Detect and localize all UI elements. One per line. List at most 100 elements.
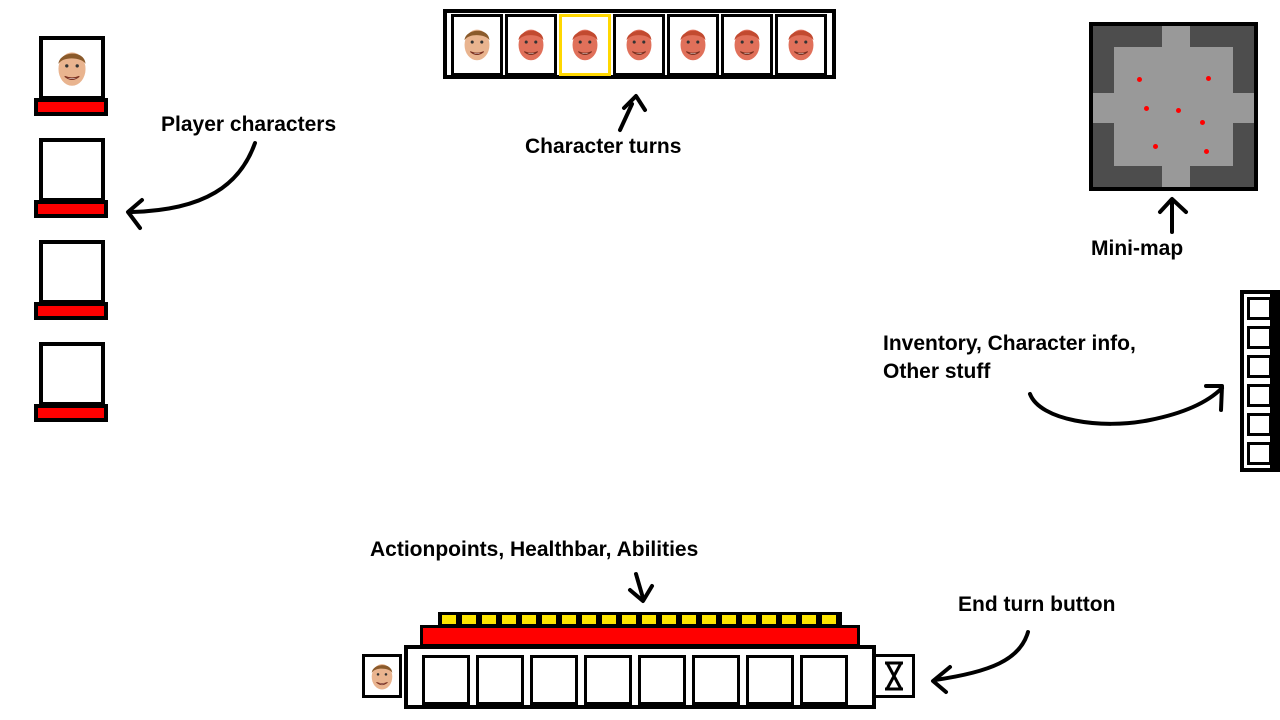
ally-face-icon: [464, 29, 490, 61]
turn-slot[interactable]: [613, 14, 665, 76]
party-portrait-frame: [39, 342, 105, 406]
side-menu-button[interactable]: [1247, 384, 1272, 407]
ally-face-icon: [371, 664, 393, 690]
minimap-enemy-marker: [1153, 144, 1158, 149]
side-menu-button[interactable]: [1247, 355, 1272, 378]
action-point-pip: [802, 615, 816, 624]
minimap-view: [1093, 26, 1254, 187]
party-slot[interactable]: [34, 342, 108, 422]
turn-order-track: [447, 13, 832, 76]
minimap-enemy-marker: [1176, 108, 1181, 113]
ability-slot[interactable]: [422, 655, 470, 705]
party-health-fill: [38, 306, 104, 316]
health-bar: [420, 625, 860, 647]
party-slot[interactable]: [34, 240, 108, 320]
minimap-enemy-marker: [1137, 77, 1142, 82]
label-side-menu-line1: Inventory, Character info,: [883, 332, 1136, 355]
party-portrait-frame: [39, 36, 105, 100]
turn-slot[interactable]: [667, 14, 719, 76]
label-action-hud: Actionpoints, Healthbar, Abilities: [370, 538, 699, 561]
turn-slot[interactable]: [451, 14, 503, 76]
label-end-turn: End turn button: [958, 593, 1116, 616]
turn-slot-active[interactable]: [559, 14, 611, 76]
ability-slot[interactable]: [476, 655, 524, 705]
side-menu: [1240, 290, 1280, 472]
action-point-pip: [542, 615, 556, 624]
action-point-pip: [702, 615, 716, 624]
action-point-pip: [622, 615, 636, 624]
ability-slot[interactable]: [800, 655, 848, 705]
minimap-enemy-marker: [1206, 76, 1211, 81]
enemy-face-icon: [680, 29, 706, 61]
party-slot[interactable]: [34, 36, 108, 116]
arrow-hud: [634, 572, 645, 600]
active-character-portrait-frame: [365, 657, 399, 695]
action-point-pip: [522, 615, 536, 624]
party-health-fill: [38, 102, 104, 112]
party-slot[interactable]: [34, 138, 108, 218]
action-point-pip: [642, 615, 656, 624]
turn-slot[interactable]: [775, 14, 827, 76]
action-points-bar: [438, 612, 842, 628]
party-health-bar: [34, 302, 108, 320]
minimap-enemy-marker: [1144, 106, 1149, 111]
action-point-pip: [482, 615, 496, 624]
enemy-face-icon: [788, 29, 814, 61]
action-point-pip: [682, 615, 696, 624]
enemy-face-icon: [626, 29, 652, 61]
label-player-characters: Player characters: [161, 113, 337, 136]
action-point-pip: [742, 615, 756, 624]
action-point-pip: [662, 615, 676, 624]
enemy-face-icon: [572, 29, 598, 61]
minimap-enemy-marker: [1200, 120, 1205, 125]
party-portrait-frame: [39, 138, 105, 202]
minimap[interactable]: [1089, 22, 1258, 191]
turn-order-bar: [443, 9, 836, 79]
ability-slot[interactable]: [530, 655, 578, 705]
action-point-pip: [442, 615, 456, 624]
party-health-bar: [34, 200, 108, 218]
side-menu-button[interactable]: [1247, 326, 1272, 349]
label-side-menu-line2: Other stuff: [883, 360, 991, 383]
minimap-corridor-west: [1093, 93, 1254, 123]
action-point-pip: [562, 615, 576, 624]
side-menu-button[interactable]: [1247, 297, 1272, 320]
turn-slot[interactable]: [505, 14, 557, 76]
action-point-pip: [602, 615, 616, 624]
label-mini-map: Mini-map: [1091, 237, 1184, 260]
minimap-enemy-marker: [1204, 149, 1209, 154]
action-point-pip: [762, 615, 776, 624]
side-menu-track: [1244, 294, 1272, 468]
ability-slot[interactable]: [692, 655, 740, 705]
turn-slot[interactable]: [721, 14, 773, 76]
active-character-portrait[interactable]: [362, 654, 402, 698]
label-character-turns: Character turns: [525, 135, 682, 158]
action-point-pip: [782, 615, 796, 624]
ability-slot[interactable]: [584, 655, 632, 705]
action-point-pip: [462, 615, 476, 624]
party-portrait-frame: [39, 240, 105, 304]
party-health-fill: [38, 204, 104, 214]
arrow-character-turns: [618, 102, 634, 132]
ability-slot[interactable]: [746, 655, 794, 705]
arrow-player-characters: [130, 141, 257, 214]
ability-bar: [404, 645, 876, 709]
side-menu-button[interactable]: [1247, 442, 1272, 465]
enemy-face-icon: [734, 29, 760, 61]
action-point-pip: [722, 615, 736, 624]
enemy-face-icon: [518, 29, 544, 61]
action-point-pip: [822, 615, 836, 624]
ability-slot[interactable]: [638, 655, 686, 705]
action-point-pip: [502, 615, 516, 624]
end-turn-button[interactable]: [873, 654, 915, 698]
end-turn-button-face: [876, 657, 912, 695]
side-menu-button[interactable]: [1247, 413, 1272, 436]
party-health-fill: [38, 408, 104, 418]
ability-bar-inner: [408, 649, 872, 705]
party-health-bar: [34, 98, 108, 116]
arrow-end-turn: [933, 630, 1030, 682]
party-health-bar: [34, 404, 108, 422]
hourglass-icon: [885, 661, 903, 691]
health-bar-fill: [423, 628, 857, 644]
